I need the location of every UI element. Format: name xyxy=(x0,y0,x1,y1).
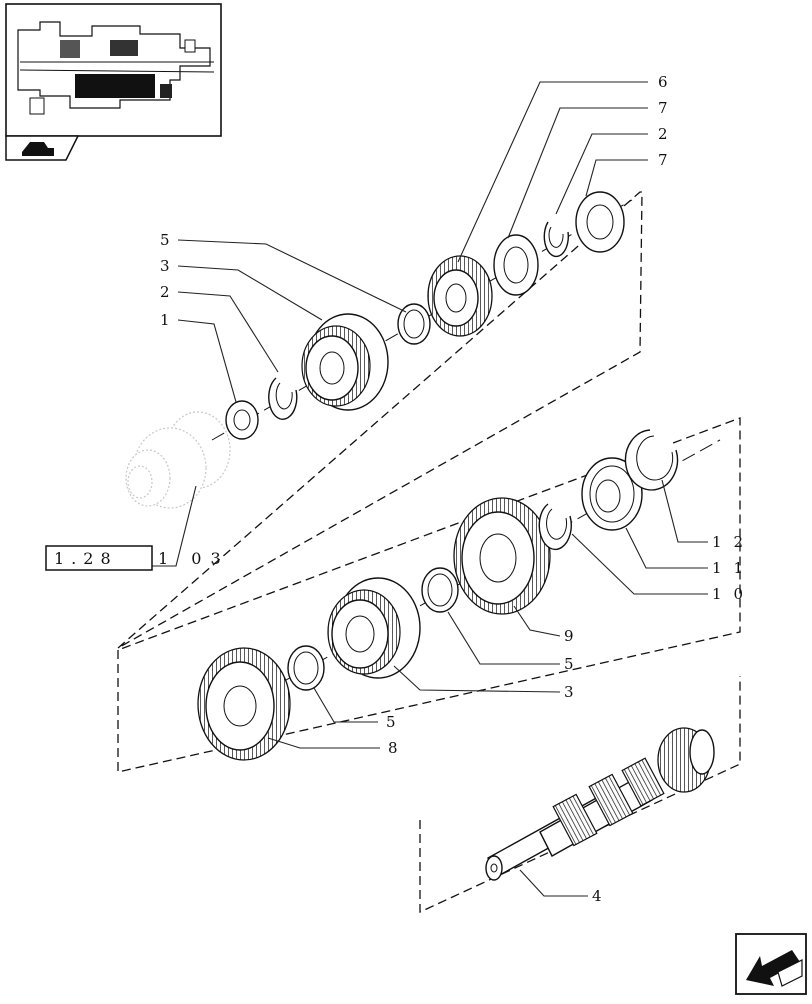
callout-12: 12 xyxy=(712,533,755,551)
callout-11: 11 xyxy=(712,559,755,577)
part-3-synchronizer-lower[interactable] xyxy=(327,577,421,679)
callout-1: 1 xyxy=(160,311,171,329)
part-9-gear[interactable] xyxy=(453,497,551,615)
callout-10: 10 xyxy=(712,585,755,603)
callout-5-a: 5 xyxy=(160,231,171,249)
assembly-thumbnail[interactable] xyxy=(5,3,222,137)
part-4-shaft[interactable] xyxy=(485,727,715,881)
callout-2-a: 2 xyxy=(658,125,669,143)
part-5-ring-upper[interactable] xyxy=(397,303,431,345)
part-6-gear[interactable] xyxy=(427,255,493,337)
part-1-washer[interactable] xyxy=(225,400,259,440)
callout-3-a: 3 xyxy=(160,257,171,275)
callout-6: 6 xyxy=(658,73,669,91)
callout-5-c: 5 xyxy=(386,713,397,731)
callout-7-a: 7 xyxy=(658,99,669,117)
callout-8: 8 xyxy=(388,739,399,757)
page-navigation-button[interactable] xyxy=(735,933,807,995)
callout-5-b: 5 xyxy=(564,655,575,673)
part-7-sleeve-b[interactable] xyxy=(575,191,625,253)
part-2-snap-ring-upper-left[interactable] xyxy=(268,377,298,420)
upper-group-boundary xyxy=(117,191,643,649)
part-11-bearing[interactable] xyxy=(581,457,643,531)
cross-reference-tail-text: 1 03 xyxy=(158,549,230,568)
part-10-snap-ring[interactable] xyxy=(538,503,572,551)
gearbox-section-thumbnail-icon xyxy=(17,21,215,115)
part-7-sleeve-a[interactable] xyxy=(493,234,539,296)
part-5-ring-lower-right[interactable] xyxy=(421,567,459,613)
part-8-gear[interactable] xyxy=(197,647,291,761)
previous-page-arrow-icon xyxy=(746,950,803,987)
part-5-ring-lower-left[interactable] xyxy=(287,645,325,691)
reference-gear-ghost xyxy=(125,411,231,509)
middle-group-boundary xyxy=(117,417,741,773)
part-2-snap-ring-upper-right[interactable] xyxy=(543,221,569,258)
part-12-snap-ring[interactable] xyxy=(624,429,679,491)
leader-lines xyxy=(152,81,708,897)
callout-4: 4 xyxy=(592,887,603,905)
cross-reference-box-text: 1.28 xyxy=(54,549,118,568)
callout-2-b: 2 xyxy=(160,283,171,301)
thumbnail-tab xyxy=(5,135,80,161)
cross-reference-link[interactable]: 1.28 1 03 xyxy=(45,545,230,571)
tractor-section-icon xyxy=(22,142,54,156)
callout-3-b: 3 xyxy=(564,683,575,701)
callout-7-b: 7 xyxy=(658,151,669,169)
callout-9: 9 xyxy=(564,627,575,645)
part-3-synchronizer-upper[interactable] xyxy=(301,313,389,411)
shaft-group-boundary xyxy=(419,676,741,914)
